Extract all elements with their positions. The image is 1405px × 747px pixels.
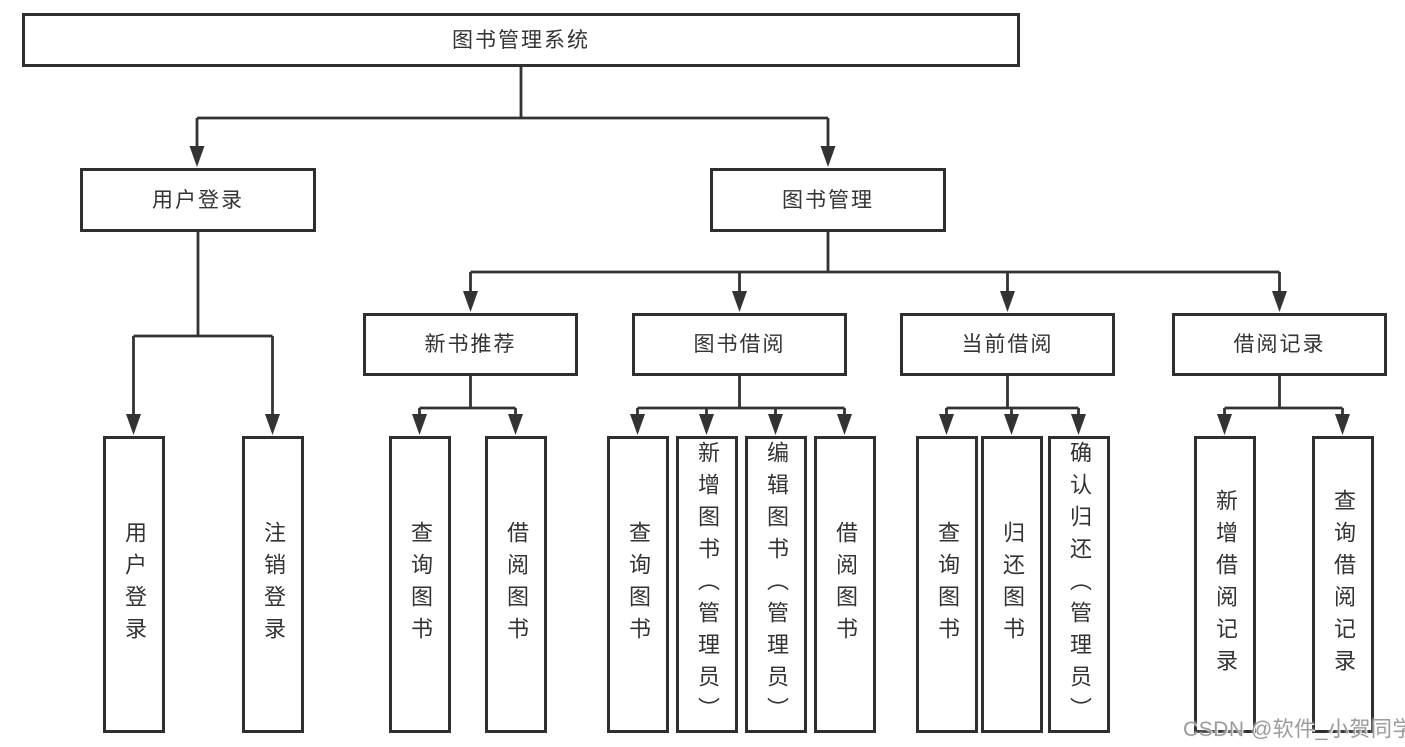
arrowhead bbox=[630, 414, 645, 435]
node-label: 查询借阅记录 bbox=[1331, 488, 1356, 681]
arrowhead bbox=[412, 414, 427, 435]
arrowhead bbox=[1004, 414, 1019, 435]
leaf-borrow-borrow-books: 借阅图书 bbox=[814, 436, 876, 733]
node-label: 图书管理 bbox=[782, 188, 874, 212]
arrowhead bbox=[1335, 414, 1350, 435]
node-label: 查询图书 bbox=[935, 520, 960, 649]
leaf-newbook-query-books: 查询图书 bbox=[389, 436, 451, 733]
leaf-user-login: 用户登录 bbox=[103, 436, 165, 733]
arrowhead bbox=[265, 414, 280, 435]
leaf-borrow-query-books: 查询图书 bbox=[607, 436, 669, 733]
leaf-records-add-record: 新增借阅记录 bbox=[1194, 436, 1256, 733]
node-label: 当前借阅 bbox=[961, 333, 1054, 356]
node-current-borrowing: 当前借阅 bbox=[900, 313, 1115, 376]
arrowhead bbox=[699, 414, 714, 435]
node-label: 借阅记录 bbox=[1233, 333, 1326, 356]
leaf-records-query-record: 查询借阅记录 bbox=[1312, 436, 1374, 733]
node-label: 用户登录 bbox=[152, 188, 244, 212]
arrowhead bbox=[1071, 414, 1086, 435]
connector-newbook-to-leaves bbox=[412, 376, 523, 435]
node-borrowing-records: 借阅记录 bbox=[1172, 313, 1387, 376]
arrowhead bbox=[768, 414, 783, 435]
node-label: 查询图书 bbox=[626, 520, 651, 649]
node-label: 查询图书 bbox=[408, 520, 433, 649]
node-label: 借阅图书 bbox=[504, 520, 529, 649]
arrowhead bbox=[463, 291, 478, 312]
connector-bookmgmt-to-level3 bbox=[463, 232, 1287, 312]
node-label: 图书借阅 bbox=[693, 333, 786, 356]
arrowhead bbox=[939, 414, 954, 435]
connector-borrow-to-leaves bbox=[630, 376, 852, 435]
leaf-current-query-books: 查询图书 bbox=[916, 436, 978, 733]
node-book-borrowing: 图书借阅 bbox=[632, 313, 847, 376]
node-label: 借阅图书 bbox=[833, 520, 858, 649]
connector-root-to-level2 bbox=[189, 67, 836, 167]
node-label: 确认归还（管理员） bbox=[1067, 440, 1092, 729]
arrowhead bbox=[1000, 291, 1015, 312]
arrowhead bbox=[126, 414, 141, 435]
node-label: 新增图书（管理员） bbox=[695, 440, 720, 729]
node-label: 用户登录 bbox=[122, 520, 147, 649]
leaf-borrow-edit-books-admin: 编辑图书（管理员） bbox=[745, 436, 807, 733]
node-label: 新书推荐 bbox=[424, 333, 517, 356]
connector-current-to-leaves bbox=[939, 376, 1086, 435]
node-book-management: 图书管理 bbox=[710, 168, 946, 232]
arrowhead bbox=[189, 146, 205, 167]
leaf-current-confirm-return-admin: 确认归还（管理员） bbox=[1048, 436, 1110, 733]
arrowhead bbox=[732, 291, 747, 312]
node-label: 归还图书 bbox=[1000, 520, 1025, 649]
leaf-borrow-add-books-admin: 新增图书（管理员） bbox=[676, 436, 738, 733]
node-label: 注销登录 bbox=[261, 520, 286, 649]
node-user-login: 用户登录 bbox=[80, 168, 316, 232]
arrowhead bbox=[508, 414, 523, 435]
node-new-book-recommend: 新书推荐 bbox=[363, 313, 578, 376]
node-label: 新增借阅记录 bbox=[1213, 488, 1238, 681]
node-label: 图书管理系统 bbox=[452, 28, 590, 52]
connector-records-to-leaves bbox=[1217, 376, 1350, 435]
node-label: 编辑图书（管理员） bbox=[764, 440, 789, 729]
leaf-newbook-borrow-books: 借阅图书 bbox=[485, 436, 547, 733]
leaf-logout: 注销登录 bbox=[242, 436, 304, 733]
node-library-management-system: 图书管理系统 bbox=[22, 13, 1020, 67]
csdn-watermark: CSDN @软件_小贺同学 bbox=[1183, 718, 1405, 741]
arrowhead bbox=[820, 146, 836, 167]
arrowhead bbox=[837, 414, 852, 435]
leaf-current-return-books: 归还图书 bbox=[981, 436, 1043, 733]
connector-userlogin-to-leaves bbox=[126, 232, 280, 435]
arrowhead bbox=[1272, 291, 1287, 312]
arrowhead bbox=[1217, 414, 1232, 435]
